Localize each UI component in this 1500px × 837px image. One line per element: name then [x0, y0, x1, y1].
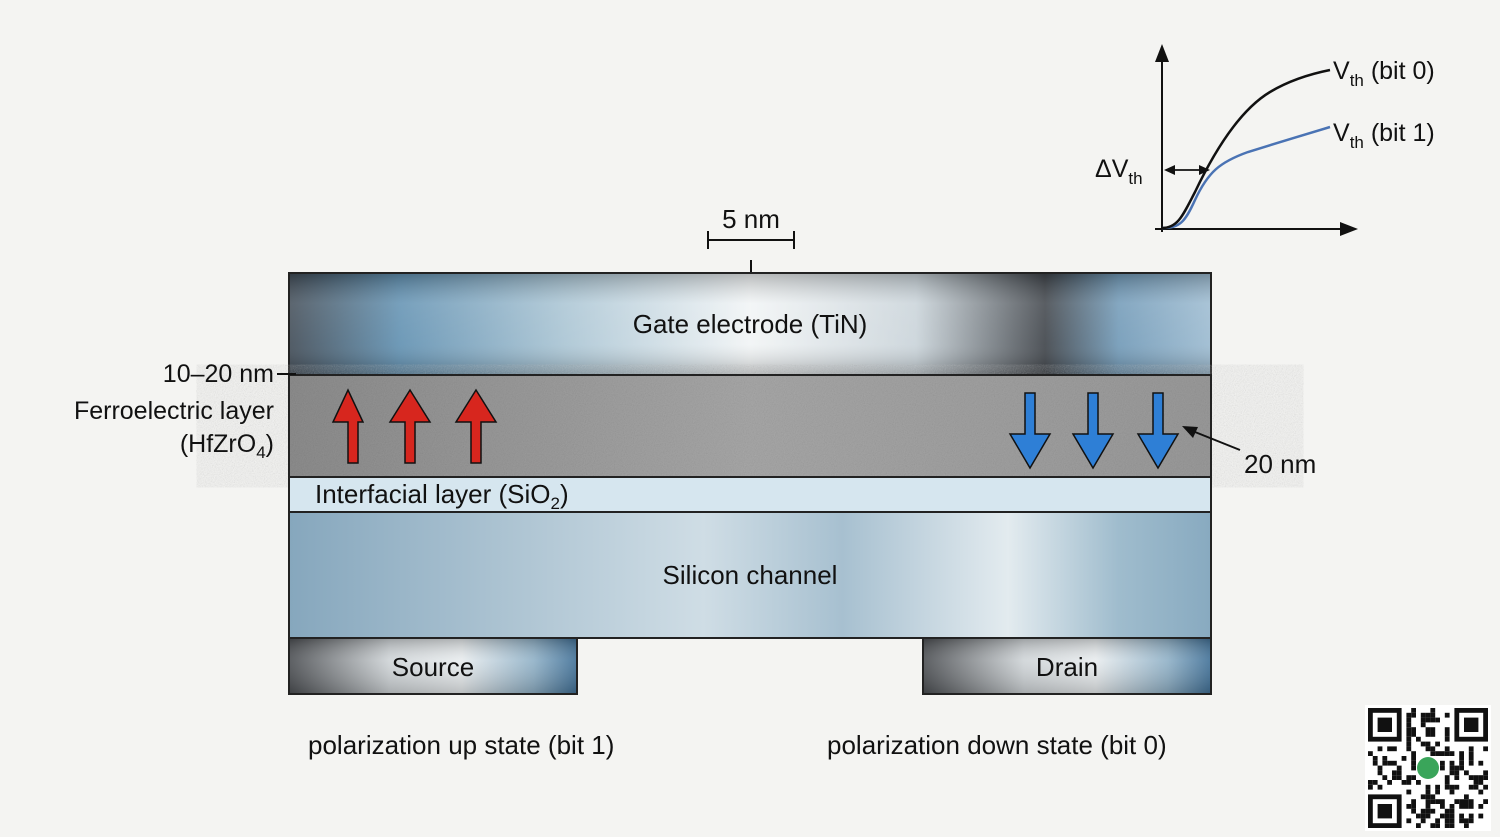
- ferroelectric-label-line2: (HfZrO4): [180, 430, 274, 462]
- polarization-up-arrows: [331, 388, 498, 464]
- interfacial-layer: Interfacial layer (SiO2): [288, 476, 1212, 513]
- polarization-down-arrows: [1008, 392, 1180, 470]
- inset-x-arrowhead: [1340, 222, 1358, 236]
- gate-thickness-label: 10–20 nm: [163, 360, 274, 388]
- delta-arrowhead-left: [1164, 165, 1175, 175]
- ferro-thickness-label: 20 nm: [1244, 449, 1316, 479]
- drain-label: Drain: [1036, 652, 1098, 682]
- down-arrow: [1008, 392, 1052, 470]
- scale-bar-label: 5 nm: [722, 204, 780, 234]
- ferroelectric-layer: [288, 374, 1212, 478]
- up-arrow: [388, 388, 432, 464]
- qr-logo-icon: [1417, 757, 1439, 779]
- down-arrow: [1071, 392, 1115, 470]
- qr-code: [1365, 705, 1491, 831]
- curve-vth-bit1: [1161, 125, 1331, 230]
- label-vth-bit0: Vth (bit 0): [1333, 57, 1435, 90]
- up-arrow: [454, 388, 498, 464]
- label-vth-bit1: Vth (bit 1): [1333, 119, 1435, 152]
- gate-thickness-annotation: 10–20 nm: [163, 360, 296, 388]
- label-delta-vth: ΔVth: [1095, 155, 1143, 188]
- source-label: Source: [392, 652, 474, 682]
- silicon-channel: Silicon channel: [288, 511, 1212, 639]
- ferroelectric-label-line1: Ferroelectric layer: [74, 397, 274, 425]
- down-arrow: [1136, 392, 1180, 470]
- curve-vth-bit0: [1161, 68, 1331, 230]
- inset-y-arrowhead: [1155, 44, 1169, 62]
- state-caption-up: polarization up state (bit 1): [308, 730, 614, 760]
- interfacial-label: Interfacial layer (SiO2): [315, 479, 569, 513]
- ferro-thickness-annotation: 20 nm: [1182, 426, 1316, 479]
- source-region: Source: [288, 637, 578, 695]
- drain-region: Drain: [922, 637, 1212, 695]
- state-caption-down: polarization down state (bit 0): [827, 730, 1167, 760]
- channel-label: Silicon channel: [663, 560, 838, 590]
- vth-inset-graph: Vth (bit 0) Vth (bit 1) ΔVth: [1095, 44, 1435, 236]
- scale-bar: 5 nm: [707, 204, 795, 286]
- gate-electrode: Gate electrode (TiN): [288, 272, 1212, 376]
- gate-label: Gate electrode (TiN): [633, 309, 868, 339]
- up-arrow: [331, 388, 365, 464]
- delta-arrowhead-right: [1199, 165, 1210, 175]
